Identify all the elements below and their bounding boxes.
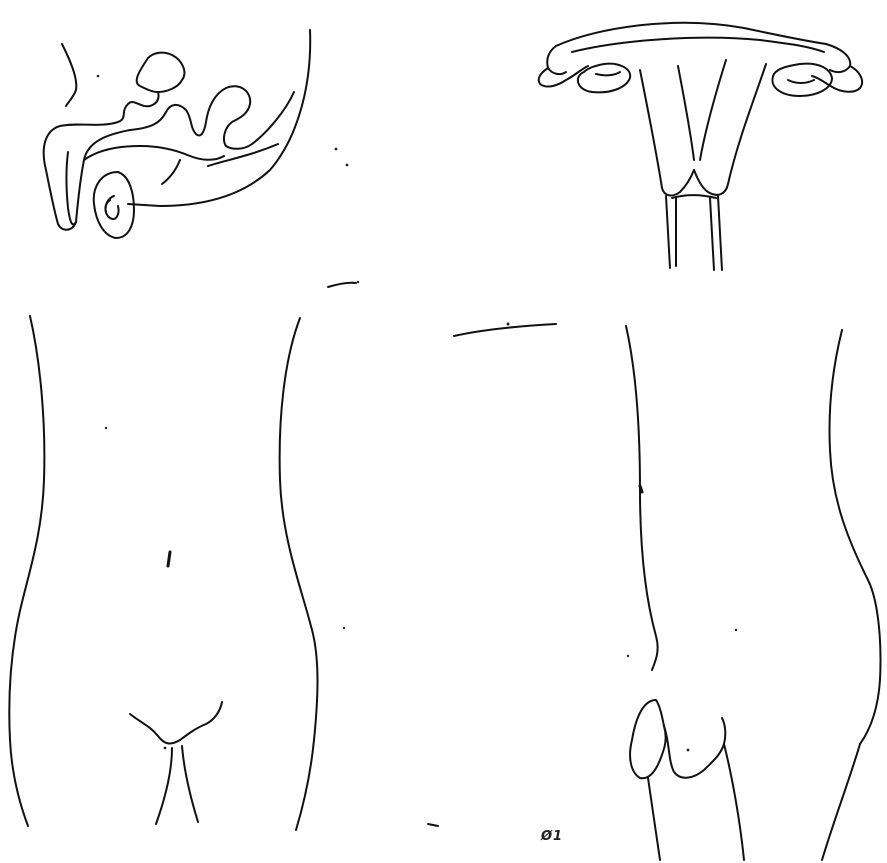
page-mark: Ø1 [541, 829, 563, 844]
front-torso-outline [9, 316, 317, 830]
side-torso-outline [343, 326, 881, 860]
uterus-adnexa-sketch [539, 23, 862, 270]
bottom-dash [428, 824, 438, 826]
stray-pen-marks [328, 281, 556, 336]
sagittal-pelvis-sketch [44, 30, 349, 238]
